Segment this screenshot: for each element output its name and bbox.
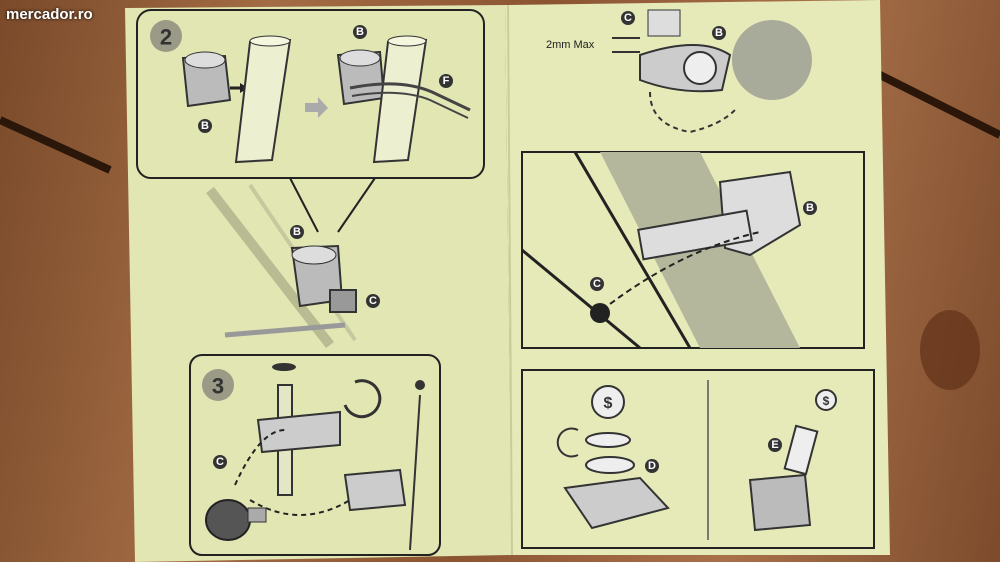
label-badge (198, 119, 212, 133)
label-b: B (806, 202, 814, 214)
spoke-top (272, 363, 296, 371)
label-c: C (624, 12, 632, 24)
rotate-icon (556, 427, 579, 458)
step3-badge (202, 369, 234, 401)
label-badge (645, 459, 659, 473)
battery-cylinder-drawing (783, 424, 819, 476)
label-badge (621, 11, 635, 25)
label-badge (439, 74, 453, 88)
magnet-drawing (343, 468, 407, 512)
coin-battery-drawing (815, 389, 837, 411)
screw-drawing (247, 507, 267, 523)
label-d: D (648, 460, 656, 472)
magnet-drawing (647, 9, 681, 37)
spoke-magnet-drawing (732, 20, 812, 100)
sensor-top (339, 49, 381, 67)
gasket-drawing (585, 432, 631, 448)
step3-panel (189, 354, 441, 556)
label-badge (590, 277, 604, 291)
label-c: C (593, 278, 601, 290)
battery-drawing (585, 456, 635, 474)
dollar-icon: $ (823, 394, 830, 408)
screw-drawing (205, 499, 251, 541)
spoke-end (415, 380, 425, 390)
wood-knot (920, 310, 980, 390)
label-c: C (369, 295, 377, 307)
label-b: B (201, 120, 209, 132)
rotate-icon (343, 379, 382, 419)
label-badge (768, 438, 782, 452)
dashed-arrow (649, 91, 736, 134)
page-fold (507, 4, 513, 556)
sensor-top (184, 51, 226, 69)
step2-badge (150, 20, 182, 52)
label-b: B (715, 27, 723, 39)
dashed-arrow (601, 231, 761, 311)
sensor-drawing (748, 473, 812, 532)
step2-panel (136, 9, 485, 179)
callout-line (337, 177, 376, 233)
watermark: mercador.ro (6, 6, 93, 23)
step3-number: 3 (212, 374, 224, 399)
dashed-arrow (249, 499, 351, 516)
label-c: C (216, 456, 224, 468)
label-e: E (771, 439, 778, 451)
label-badge (290, 225, 304, 239)
dollar-icon: $ (604, 395, 613, 412)
label-b: B (293, 226, 301, 238)
strap-drawing (349, 82, 471, 112)
label-badge (366, 294, 380, 308)
label-b: B (356, 26, 364, 38)
label-badge (712, 26, 726, 40)
label-badge (803, 201, 817, 215)
zip-tie-drawing (224, 322, 346, 338)
spoke-line (573, 151, 692, 349)
spoke-line (521, 248, 641, 350)
step2-number: 2 (160, 25, 172, 50)
magnet-drawing (590, 303, 610, 323)
sensor-base-drawing (563, 476, 670, 530)
label-badge (353, 25, 367, 39)
magnet-drawing (256, 410, 341, 454)
label-badge (213, 455, 227, 469)
strap-drawing (637, 209, 753, 261)
gap-max-label: 2mm Max (546, 39, 595, 51)
sensor-dial (683, 51, 717, 85)
magnet-drawing (329, 289, 357, 313)
strap-drawing (351, 91, 469, 119)
step-arrow-icon (305, 97, 328, 118)
fork-drawing (206, 186, 334, 349)
wood-gap (868, 66, 1000, 139)
callout-line (289, 177, 319, 233)
dashed-arrow (234, 429, 286, 486)
coin-battery-drawing (591, 385, 625, 419)
wood-gap (0, 116, 112, 174)
tube-top (249, 35, 291, 47)
sensor-top (291, 245, 337, 265)
tube-top (387, 35, 427, 47)
spoke-line (409, 394, 421, 551)
label-f: F (443, 75, 450, 87)
